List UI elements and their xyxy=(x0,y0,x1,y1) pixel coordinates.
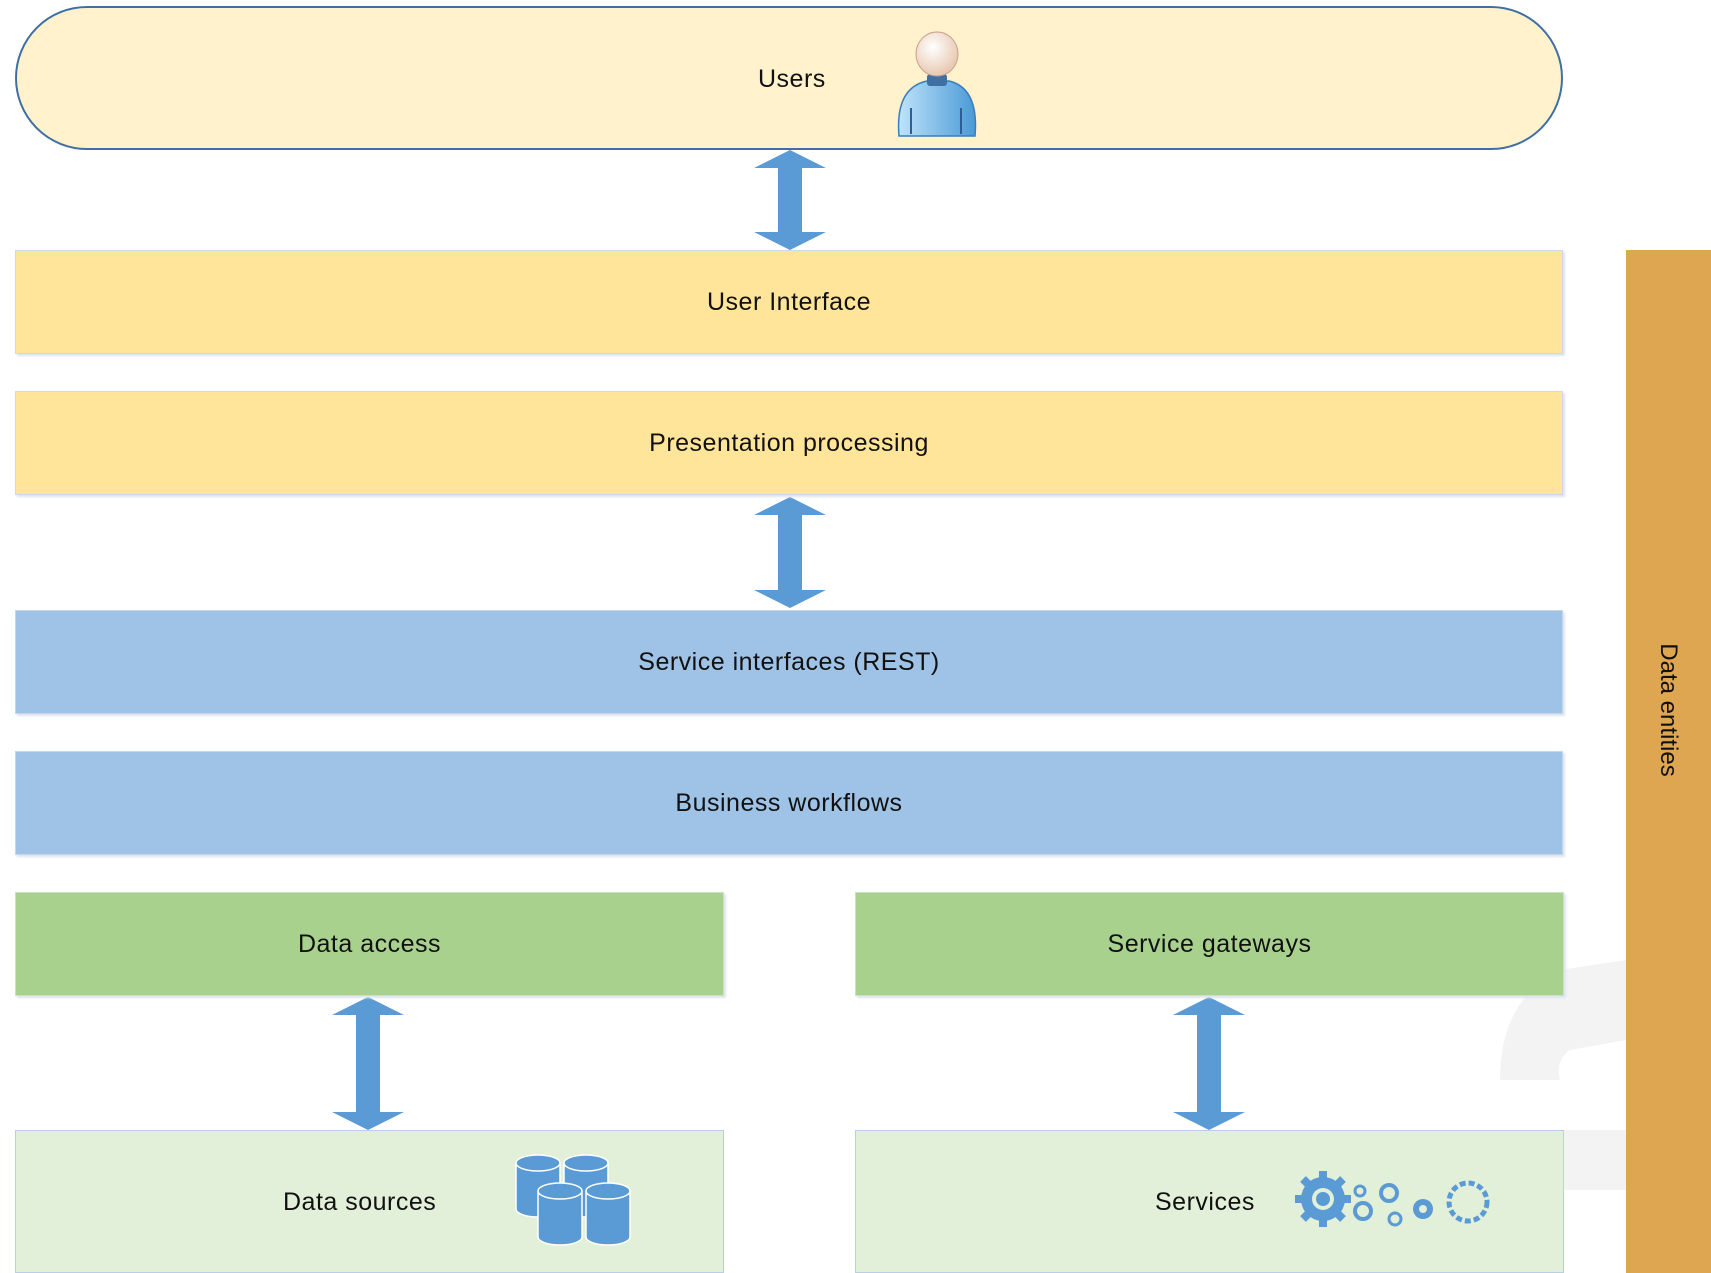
database-icon xyxy=(515,1154,631,1246)
user-interface-layer: User Interface xyxy=(15,250,1563,354)
data-entities-label: Data entities xyxy=(1655,643,1682,777)
service-interfaces-layer: Service interfaces (REST) xyxy=(15,610,1563,714)
gears-icon xyxy=(1295,1171,1490,1227)
users-layer: Users xyxy=(15,6,1563,150)
presentation-processing-label: Presentation processing xyxy=(649,428,929,457)
data-sources-label: Data sources xyxy=(283,1188,437,1216)
business-workflows-layer: Business workflows xyxy=(15,751,1563,855)
services-layer: Services xyxy=(855,1130,1564,1273)
double-arrow-icon xyxy=(754,150,826,250)
data-sources-layer: Data sources xyxy=(15,1130,724,1273)
data-access-label: Data access xyxy=(297,929,442,958)
user-interface-label: User Interface xyxy=(706,287,871,316)
double-arrow-icon xyxy=(1173,997,1245,1130)
users-label: Users xyxy=(758,65,826,93)
service-interfaces-label: Service interfaces (REST) xyxy=(638,647,940,676)
business-workflows-label: Business workflows xyxy=(675,788,903,817)
double-arrow-icon xyxy=(754,497,826,608)
user-icon xyxy=(897,31,977,137)
service-gateways-label: Service gateways xyxy=(1107,929,1312,958)
data-access-layer: Data access xyxy=(15,892,724,996)
presentation-processing-layer: Presentation processing xyxy=(15,391,1563,495)
services-label: Services xyxy=(1155,1188,1255,1216)
service-gateways-layer: Service gateways xyxy=(855,892,1564,996)
data-entities-panel xyxy=(1626,250,1711,1273)
double-arrow-icon xyxy=(332,997,404,1130)
